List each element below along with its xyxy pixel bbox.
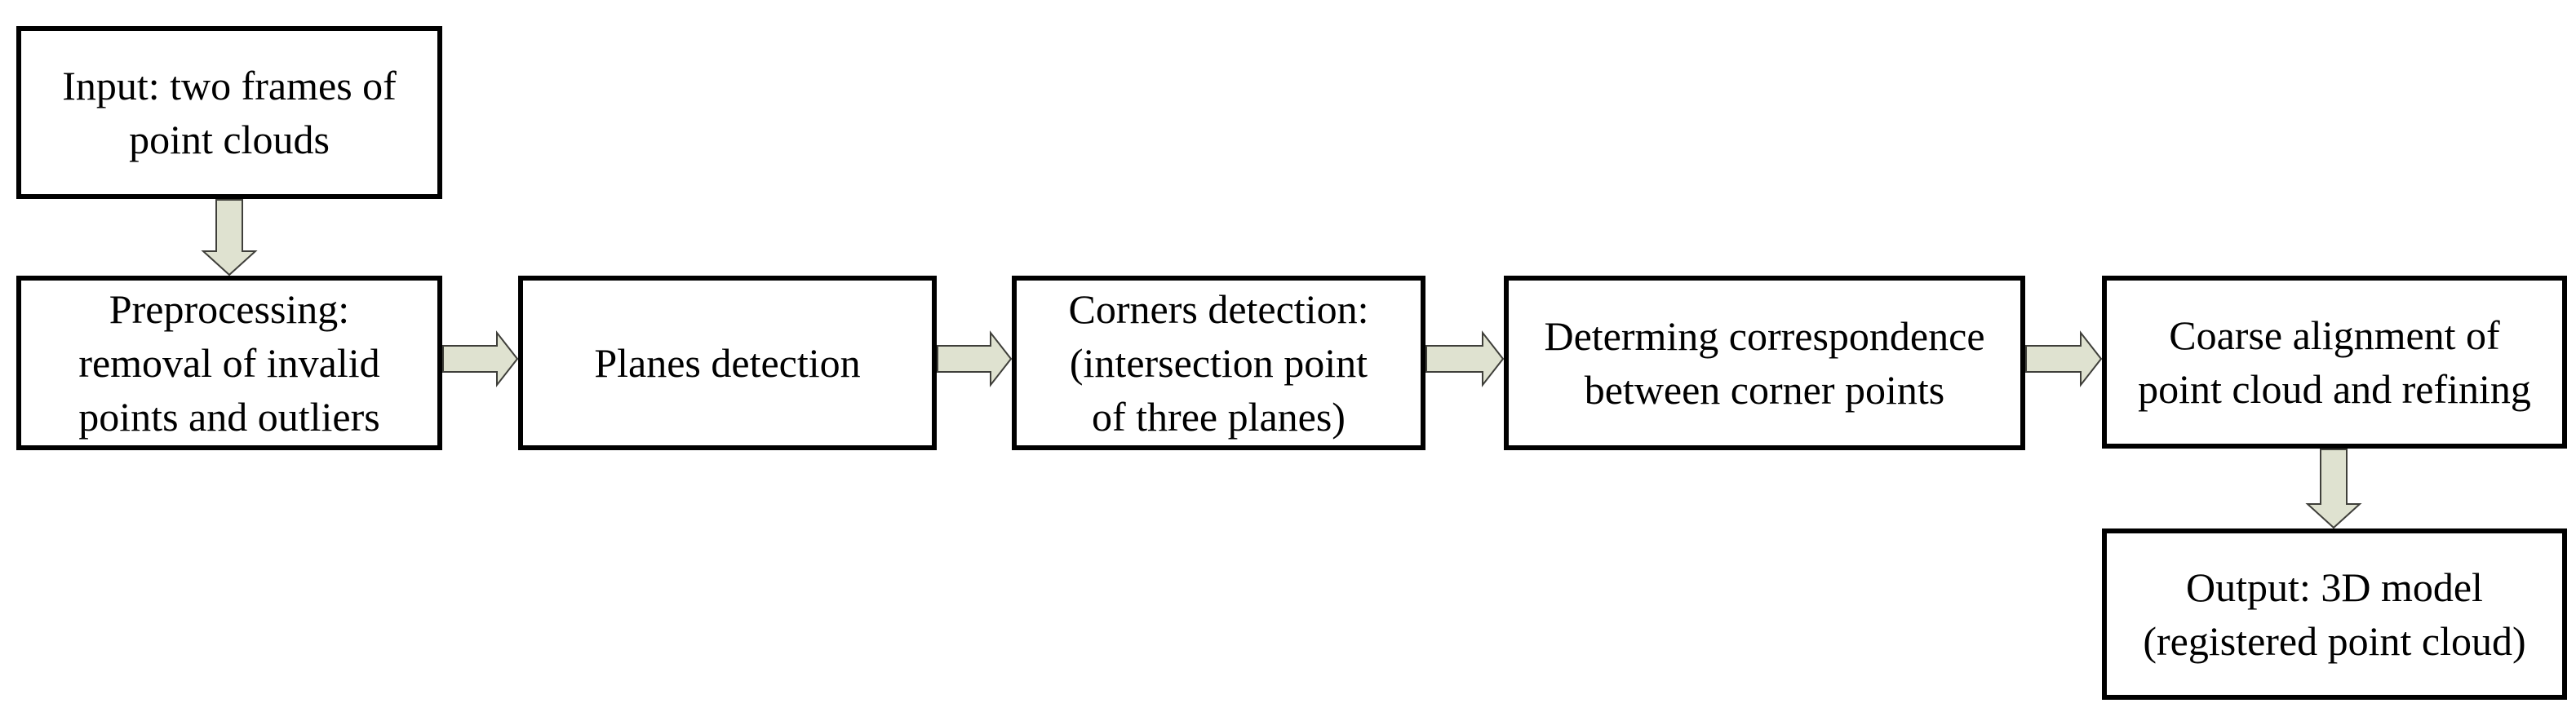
- flow-box-corners-detection-label: Corners detection: (intersection point o…: [1068, 286, 1369, 440]
- flow-box-correspondence-label: Determing correspondence between corner …: [1544, 313, 1985, 413]
- flow-box-planes-detection-label: Planes detection: [594, 340, 861, 386]
- arrow-right-preprocessing-to-planes-icon: [442, 330, 518, 387]
- arrow-down-input-to-preprocessing-icon: [201, 199, 258, 276]
- flow-box-planes-detection: Planes detection: [518, 276, 937, 450]
- flow-box-input: Input: two frames of point clouds: [16, 26, 442, 199]
- flow-box-output: Output: 3D model (registered point cloud…: [2102, 528, 2567, 700]
- flow-box-input-label: Input: two frames of point clouds: [62, 63, 397, 162]
- arrow-right-correspondence-to-coarse-icon: [2025, 330, 2102, 387]
- flow-box-coarse-alignment-label: Coarse alignment of point cloud and refi…: [2138, 312, 2531, 412]
- arrow-right-planes-to-corners-icon: [937, 330, 1012, 387]
- arrow-right-corners-to-correspondence-icon: [1425, 330, 1504, 387]
- flow-box-coarse-alignment: Coarse alignment of point cloud and refi…: [2102, 276, 2567, 449]
- flow-box-preprocessing: Preprocessing: removal of invalid points…: [16, 276, 442, 450]
- flow-box-correspondence: Determing correspondence between corner …: [1504, 276, 2025, 450]
- arrow-down-coarse-to-output-icon: [2305, 449, 2362, 528]
- flow-box-output-label: Output: 3D model (registered point cloud…: [2143, 564, 2526, 664]
- flow-box-preprocessing-label: Preprocessing: removal of invalid points…: [78, 286, 380, 440]
- flow-box-corners-detection: Corners detection: (intersection point o…: [1012, 276, 1425, 450]
